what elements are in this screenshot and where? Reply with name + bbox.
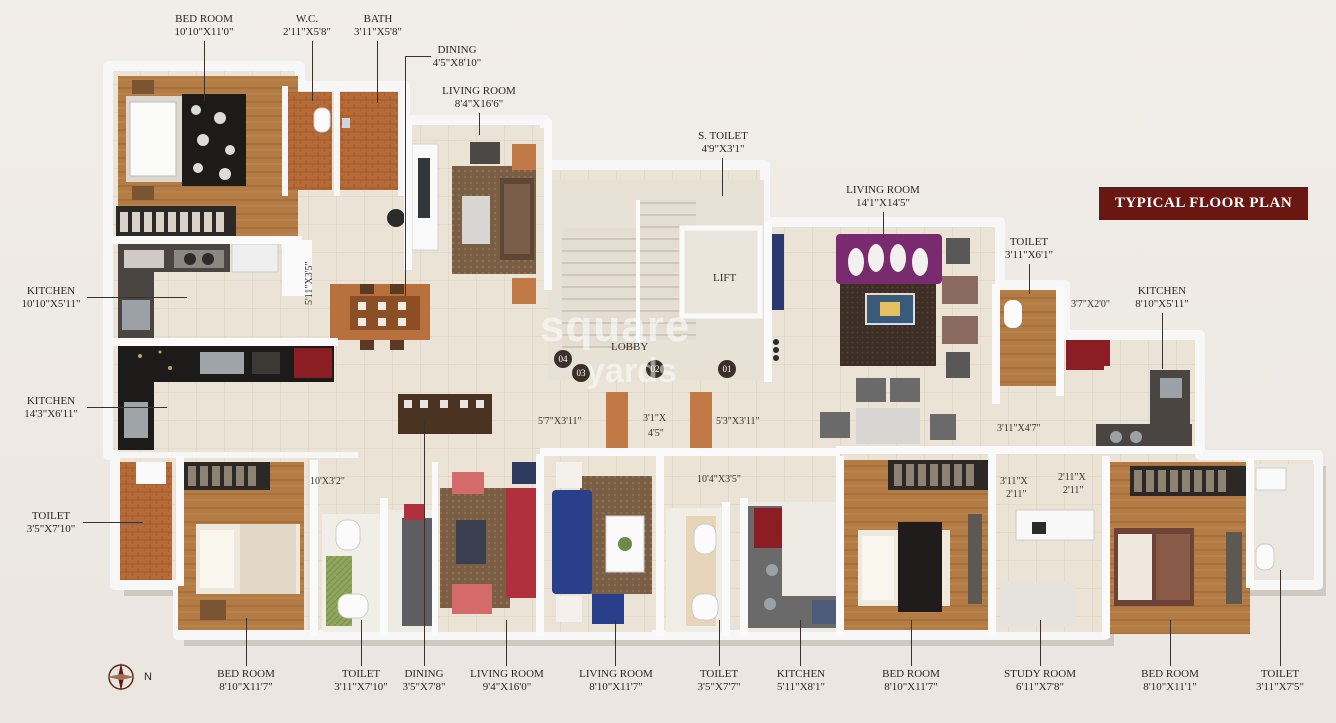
leader-line (87, 297, 187, 298)
leader-line (246, 618, 247, 666)
dim-label: 3'11"X (1000, 476, 1028, 487)
lobby-marker: 04 (554, 350, 572, 368)
leader-line (1029, 264, 1030, 294)
dim-label: 2'11" (1063, 485, 1084, 496)
room-label-wc: W.C.2'11"X5'8" (283, 13, 331, 38)
leader-line (1170, 620, 1171, 666)
leader-line (361, 620, 362, 666)
leader-line (479, 113, 480, 135)
dim-label: 5'11"X3'5" (304, 261, 315, 305)
leader-line (405, 56, 406, 296)
leader-line (506, 620, 507, 666)
dim-label: 5'7"X3'11" (538, 416, 582, 427)
watermark-text: square (540, 302, 691, 351)
leader-line (615, 620, 616, 666)
leader-line (800, 620, 801, 666)
dim-label: 10'4"X3'5" (697, 474, 741, 485)
leader-line (83, 522, 143, 523)
leader-line (87, 407, 167, 408)
lobby-label: LOBBY (611, 341, 649, 353)
lobby-marker: 03 (572, 364, 590, 382)
dim-label: 2'11" (1006, 489, 1027, 500)
dim-label: 4'5" (648, 428, 664, 439)
compass-north-label: N (144, 671, 152, 683)
lift-label: LIFT (713, 272, 737, 284)
leader-line (911, 620, 912, 666)
leader-line (204, 41, 205, 101)
dim-label: 3'1"X (643, 413, 667, 424)
leader-line (312, 41, 313, 101)
leader-line (883, 212, 884, 238)
compass-icon (107, 663, 135, 691)
leader-line (1040, 620, 1041, 666)
leader-line (405, 56, 431, 57)
leader-line (1162, 313, 1163, 369)
lobby-marker: 01 (718, 360, 736, 378)
leader-line (722, 158, 723, 196)
dim-label: 10'X3'2" (310, 476, 345, 487)
leader-line (424, 420, 425, 666)
leader-line (377, 41, 378, 103)
dim-label: 3'11"X4'7" (997, 423, 1041, 434)
dim-label: 2'11"X (1058, 472, 1086, 483)
watermark-text: yards (586, 352, 677, 390)
plan-title: TYPICAL FLOOR PLAN (1099, 187, 1308, 220)
leader-line (1280, 570, 1281, 666)
leader-line (719, 620, 720, 666)
dim-label: 5'3"X3'11" (716, 416, 760, 427)
dim-label: 3'7"X2'0" (1071, 299, 1110, 310)
lobby-marker: 02 (646, 360, 664, 378)
